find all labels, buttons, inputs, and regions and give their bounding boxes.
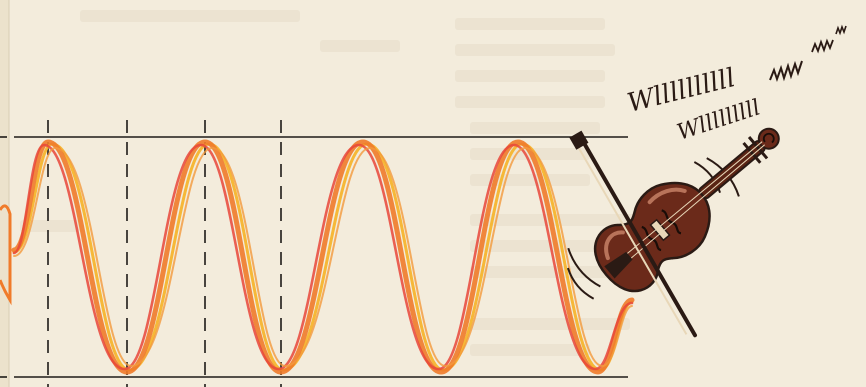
show-through-text-line bbox=[455, 70, 605, 82]
violin-tailpiece bbox=[604, 251, 633, 279]
show-through-text-line bbox=[455, 18, 605, 30]
violin-f-hole bbox=[661, 209, 682, 235]
sound-effect-trail bbox=[811, 38, 834, 54]
violin-f-hole bbox=[641, 225, 662, 252]
violin-highlight bbox=[604, 230, 625, 261]
show-through-text-line bbox=[20, 220, 80, 232]
sound-wave-orange bbox=[11, 139, 635, 375]
show-through-text-line bbox=[470, 318, 630, 330]
violin-icon bbox=[566, 127, 780, 300]
violin-peg bbox=[742, 141, 762, 164]
show-through-text-line bbox=[80, 10, 300, 22]
violin-bow-icon bbox=[569, 130, 697, 338]
violin-highlight bbox=[647, 187, 687, 205]
bow-hair bbox=[575, 143, 688, 335]
violin-bridge bbox=[649, 218, 671, 242]
violin-neck bbox=[698, 140, 766, 200]
violin-scroll-curl bbox=[762, 132, 775, 144]
violin-string bbox=[630, 144, 766, 259]
page-fold-edge bbox=[0, 0, 9, 387]
bow-frog bbox=[569, 130, 589, 150]
show-through-text-line bbox=[470, 122, 600, 134]
show-through-text-line bbox=[320, 40, 400, 52]
violin-peg bbox=[747, 136, 769, 160]
motion-line bbox=[567, 247, 601, 288]
motion-line bbox=[566, 267, 595, 300]
show-through-text-line bbox=[455, 44, 615, 56]
show-through-text-line bbox=[470, 344, 590, 356]
sound-wave-yellow bbox=[12, 142, 634, 372]
show-through-text-line bbox=[455, 96, 605, 108]
show-through-text-line bbox=[470, 174, 590, 186]
sound-wave-orange-light bbox=[13, 146, 633, 368]
sound-effect-trail bbox=[835, 24, 847, 36]
wave-fragment-left bbox=[0, 204, 12, 306]
sound-effect-trail bbox=[769, 60, 803, 83]
sound-wave-red bbox=[12, 143, 634, 371]
violin-scroll bbox=[757, 127, 780, 150]
violin-string bbox=[627, 141, 763, 254]
bow-stick bbox=[578, 134, 697, 338]
